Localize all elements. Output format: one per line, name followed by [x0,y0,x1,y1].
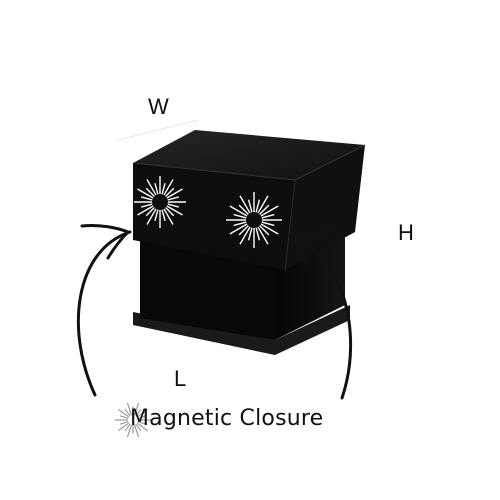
sunburst-ray [140,203,153,208]
sunburst-ray [161,209,166,222]
sunburst-ray [137,420,147,425]
sunburst-ray [154,182,159,195]
sunburst-ray [261,221,275,227]
sunburst-ray [165,187,175,197]
width-dimension-line [117,119,199,141]
sunburst-ray [257,226,269,245]
sunburst-ray [259,204,270,215]
sunburst-ray [154,209,159,222]
sunburst-ray [145,207,155,217]
sunburst-ray [239,195,251,214]
width-label: W [148,94,169,119]
sunburst-ray [233,213,247,219]
sunburst-ray [238,225,249,236]
sunburst-icon [134,176,186,228]
sunburst-ray [135,408,142,417]
sunburst-ray [137,415,147,420]
sunburst-ray [135,423,142,432]
sunburst-ray [146,208,157,225]
sunburst-ray [137,205,154,216]
sunburst-ray [126,402,133,416]
sunburst-ray [145,187,155,197]
sunburst-ray [163,179,174,196]
height-label: H [398,220,414,245]
sunburst-ray [260,205,279,217]
sunburst-ray [239,226,251,245]
sunburst-ray [255,199,261,213]
right-arrow [288,228,353,400]
sunburst-ray [133,424,140,438]
sunburst-icon [115,402,151,438]
sunburst-ray [260,223,279,235]
sunburst-ray [146,179,157,196]
sunburst-ray [118,408,130,418]
sunburst-ray [233,221,247,227]
sunburst-ray [167,196,180,201]
sunburst-ray [119,420,129,425]
sunburst-ray [261,213,275,219]
sunburst-ray [247,199,253,213]
length-label: L [174,366,187,391]
sunburst-ray [124,408,131,417]
sunburst-ray [136,422,148,432]
sunburst-ray [247,227,253,241]
sunburst-ray [118,422,130,432]
sunburst-ray [257,195,269,214]
sunburst-ray [229,223,248,235]
sunburst-ray [136,408,148,418]
sunburst-ray [166,205,183,216]
sunburst-ray [161,182,166,195]
sunburst-ray [167,203,180,208]
sunburst-ray [166,188,183,199]
sunburst-ray [163,208,174,225]
sunburst-ray [165,207,175,217]
sunburst-ray [126,424,133,438]
sunburst-ray [259,225,270,236]
sunburst-ray [124,423,131,432]
sunburst-ray [140,196,153,201]
sunburst-ray [238,204,249,215]
sunburst-icon [226,192,282,248]
sunburst-ray [133,402,140,416]
sunburst-ray [119,415,129,420]
magnetic-closure-caption: Magnetic Closure [130,406,324,431]
sunburst-ray [229,205,248,217]
left-arrow [77,224,132,397]
sunburst-ray [255,227,261,241]
sunburst-ray [137,188,154,199]
